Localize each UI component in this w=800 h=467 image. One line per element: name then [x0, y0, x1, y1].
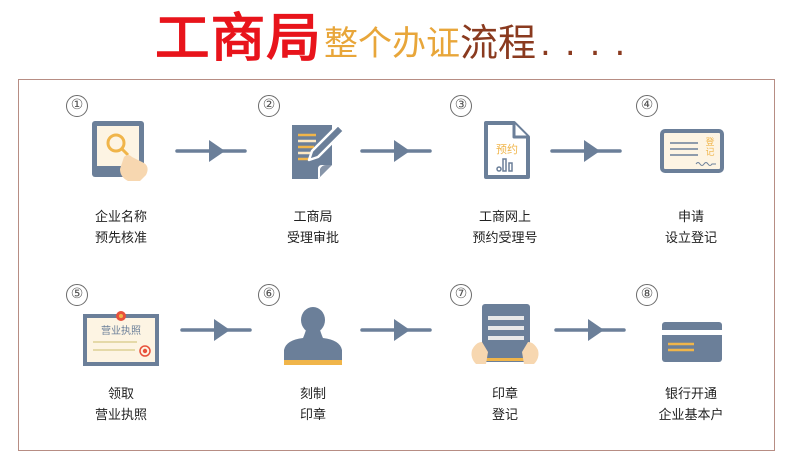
title-end: 流程	[460, 21, 537, 65]
step-1: ① 企业名称 预先核准	[66, 95, 216, 255]
arrow-6-7	[360, 319, 432, 341]
title-main: 工商局	[155, 9, 322, 69]
step-label: 领取 营业执照	[94, 387, 147, 423]
svg-text:记: 记	[705, 147, 714, 158]
document-pen-icon	[292, 123, 346, 179]
magnifier-tablet-icon	[92, 121, 148, 181]
step-6: ⑥ 刻制 印章	[258, 284, 408, 444]
step-number: ②	[258, 95, 280, 117]
step-number: ⑤	[66, 284, 88, 306]
step-number: ④	[636, 95, 658, 117]
title-mid: 整个办证	[324, 24, 461, 64]
page-title: 工商局 整个办证 流程 ....	[155, 6, 639, 68]
arrow-3-4	[550, 140, 622, 162]
step-label: 工商局 受理审批	[286, 210, 339, 246]
hands-document-icon	[471, 304, 539, 364]
step-label: 申请 设立登记	[664, 210, 717, 246]
arrow-2-3	[360, 140, 432, 162]
step-label: 工商网上 预约受理号	[472, 210, 538, 246]
step-label: 刻制 印章	[299, 387, 326, 423]
step-number: ③	[450, 95, 472, 117]
step-8: ⑧ 银行开通 企业基本户	[636, 284, 786, 444]
step-5: ⑤ 营业执照 领取 营业执照	[66, 284, 216, 444]
process-frame	[18, 79, 775, 451]
arrow-7-8	[554, 319, 626, 341]
step-label: 银行开通 企业基本户	[658, 387, 724, 423]
step-2: ② 工商局 受理审批	[258, 95, 408, 255]
reservation-file-icon: 预约	[484, 121, 530, 179]
title-dots: ....	[540, 24, 640, 64]
registration-card-icon: 登 记	[660, 129, 724, 173]
step-number: ⑦	[450, 284, 472, 306]
step-number: ①	[66, 95, 88, 117]
arrow-5-6	[180, 319, 252, 341]
step-4: ④ 登 记 申请 设立登记	[636, 95, 786, 255]
business-license-icon: 营业执照	[83, 311, 159, 366]
stamp-icon	[284, 307, 342, 365]
svg-text:登: 登	[705, 137, 714, 148]
step-3: ③ 预约 工商网上 预约受理号	[450, 95, 600, 255]
bank-card-icon	[662, 322, 722, 362]
step-label: 印章 登记	[491, 387, 518, 423]
step-label: 企业名称 预先核准	[94, 210, 147, 246]
step-number: ⑥	[258, 284, 280, 306]
svg-text:营业执照: 营业执照	[101, 324, 141, 337]
step-number: ⑧	[636, 284, 658, 306]
svg-text:预约: 预约	[496, 143, 518, 156]
arrow-1-2	[175, 140, 247, 162]
step-7: ⑦ 印章 登记	[450, 284, 600, 444]
